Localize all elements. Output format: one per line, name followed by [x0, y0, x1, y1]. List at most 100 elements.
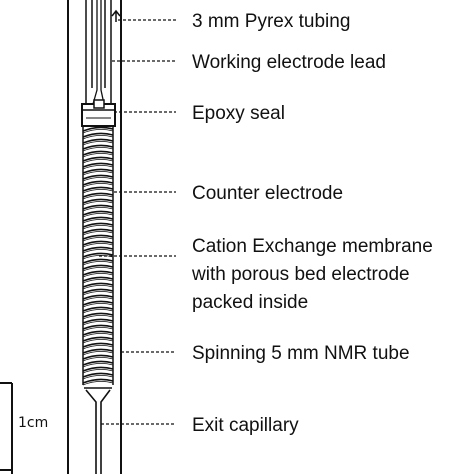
- coil-turn-shadow: [82, 279, 114, 284]
- coil-turn: [82, 378, 114, 384]
- exit-capillary: [84, 387, 112, 474]
- coil-turn-shadow: [82, 345, 114, 350]
- working-electrode-lead-wire: [92, 0, 105, 105]
- coil-turn: [82, 192, 114, 198]
- coil-turn: [82, 138, 114, 144]
- coil-turn: [82, 354, 114, 360]
- coil-turn: [82, 330, 114, 336]
- coil-turn-shadow: [82, 129, 114, 134]
- coil-turn-shadow: [82, 375, 114, 380]
- leader-lines: [99, 19, 176, 425]
- coil-turn: [82, 132, 114, 138]
- coil-turn-shadow: [82, 213, 114, 218]
- coil-turn: [82, 306, 114, 312]
- coil-turn-shadow: [82, 363, 114, 368]
- coil-turn: [82, 348, 114, 354]
- coil-turn-shadow: [82, 237, 114, 242]
- coil-turn-shadow: [82, 249, 114, 254]
- coil-turn-shadow: [82, 219, 114, 224]
- pyrex-tubing: [85, 0, 112, 104]
- coil-turn: [82, 198, 114, 204]
- coil-turn: [82, 318, 114, 324]
- coil-turn: [82, 252, 114, 258]
- coil-turn: [82, 186, 114, 192]
- coil-turn: [82, 246, 114, 252]
- coil-turn-shadow: [82, 165, 114, 170]
- coil-turn-shadow: [82, 159, 114, 164]
- coil-turn: [82, 216, 114, 222]
- coil-turn: [82, 204, 114, 210]
- label-membrane-line2: with porous bed electrode: [191, 264, 410, 285]
- coil-turn: [82, 336, 114, 342]
- coil-turn: [82, 168, 114, 174]
- label-membrane-line1: Cation Exchange membrane: [192, 236, 433, 257]
- coil-turn: [82, 294, 114, 300]
- coil-turn-shadow: [82, 207, 114, 212]
- coil-turn: [82, 324, 114, 330]
- coil-turn-shadow: [82, 303, 114, 308]
- coil-turn-shadow: [82, 225, 114, 230]
- epoxy-seal: [81, 99, 116, 127]
- coil-turn-shadow: [82, 267, 114, 272]
- coil-turn: [82, 372, 114, 378]
- coil-turn-shadow: [82, 285, 114, 290]
- counter-electrode-coil: [82, 126, 114, 386]
- coil-turn: [82, 162, 114, 168]
- coil-turn-shadow: [82, 297, 114, 302]
- label-working-electrode-lead: Working electrode lead: [192, 52, 386, 73]
- coil-turn: [82, 234, 114, 240]
- coil-turn-shadow: [82, 147, 114, 152]
- coil-turn: [82, 240, 114, 246]
- label-epoxy-seal: Epoxy seal: [192, 103, 285, 124]
- coil-turn: [82, 300, 114, 306]
- coil-turn-shadow: [82, 339, 114, 344]
- coil-turn-shadow: [82, 309, 114, 314]
- coil-turn-shadow: [82, 327, 114, 332]
- coil-turn: [82, 312, 114, 318]
- coil-turn-shadow: [82, 135, 114, 140]
- cation-exchange-membrane-walls: [82, 126, 114, 385]
- scale-bar-label: 1cm: [18, 415, 48, 431]
- coil-turn: [82, 144, 114, 150]
- coil-turn: [82, 180, 114, 186]
- coil-turn: [82, 342, 114, 348]
- coil-turn: [82, 156, 114, 162]
- coil-turn-shadow: [82, 201, 114, 206]
- coil-turn-shadow: [82, 357, 114, 362]
- coil-turn: [82, 222, 114, 228]
- nmr-tube-walls: [67, 0, 122, 474]
- coil-turn: [82, 174, 114, 180]
- coil-turn: [82, 360, 114, 366]
- label-counter-electrode: Counter electrode: [192, 183, 343, 204]
- coil-turn-shadow: [82, 291, 114, 296]
- coil-turn-shadow: [82, 321, 114, 326]
- coil-turn: [82, 282, 114, 288]
- coil-turn-shadow: [82, 231, 114, 236]
- label-exit-capillary: Exit capillary: [192, 415, 299, 436]
- coil-turn-shadow: [82, 351, 114, 356]
- coil-turn: [82, 288, 114, 294]
- coil-turn-shadow: [82, 177, 114, 182]
- coil-turn: [82, 258, 114, 264]
- label-membrane-line3: packed inside: [192, 292, 308, 313]
- coil-turn-shadow: [82, 273, 114, 278]
- coil-turn: [82, 150, 114, 156]
- coil-turn: [82, 228, 114, 234]
- coil-turn: [82, 126, 114, 132]
- coil-turn-shadow: [82, 243, 114, 248]
- coil-turn-shadow: [82, 141, 114, 146]
- label-pyrex-tubing: 3 mm Pyrex tubing: [192, 11, 350, 32]
- coil-turn-shadow: [82, 153, 114, 158]
- coil-turn-shadow: [82, 171, 114, 176]
- coil-turn-shadow: [82, 183, 114, 188]
- scale-bar: [0, 382, 13, 474]
- coil-turn-shadow: [82, 381, 114, 386]
- coil-turn-shadow: [82, 195, 114, 200]
- tubing-mark-arrow: [111, 9, 121, 22]
- coil-turn: [82, 366, 114, 372]
- coil-turn-shadow: [82, 369, 114, 374]
- coil-turn: [82, 264, 114, 270]
- coil-turn-shadow: [82, 315, 114, 320]
- coil-turn: [82, 270, 114, 276]
